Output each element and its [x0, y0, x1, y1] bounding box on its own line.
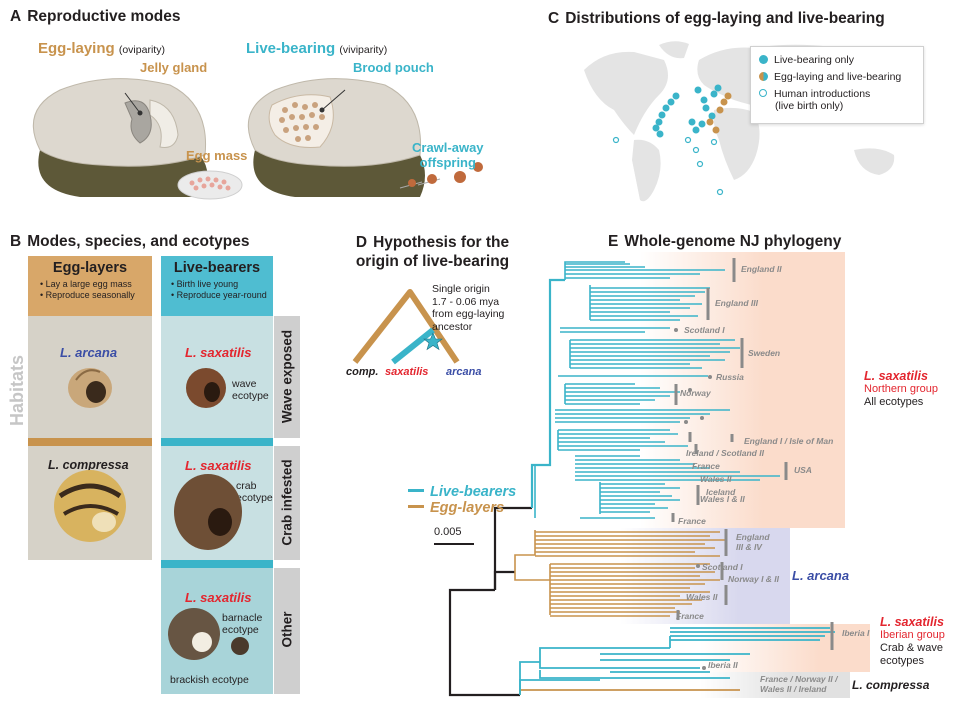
species-compressa: L. compressa	[48, 458, 129, 472]
tip-norway: Norway	[680, 388, 711, 398]
tip-norway-i-ii: Norway I & II	[728, 574, 780, 584]
tip-arc-france: France	[676, 611, 704, 621]
egg-laying-snail-illustration	[32, 78, 243, 200]
jelly-gland-label: Jelly gland	[140, 60, 208, 75]
shell-saxatilis-crab	[174, 474, 242, 550]
tip-usa: USA	[794, 465, 812, 475]
egg-divider	[28, 438, 152, 446]
iberian-group-label: L. saxatilis Iberian group Crab & wave e…	[880, 615, 945, 668]
tip-england-iii: England III	[715, 298, 758, 308]
clade-bars	[671, 258, 834, 650]
northern-clade-bg	[640, 252, 845, 528]
tip-arc-wales-ii: Wales II	[686, 592, 718, 602]
snail-illustrations	[32, 78, 483, 200]
tip-arc-scotland-i: Scotland I	[702, 562, 743, 572]
legend-both: Egg-laying and live-bearing	[759, 71, 901, 83]
tree-legend: Live-bearers Egg-layers	[408, 484, 516, 516]
legend-live-dot	[759, 55, 768, 64]
legend-introductions: Human introductions (live birth only)	[759, 88, 870, 112]
tip-compressa-locations: France / Norway II /Wales II / Ireland	[760, 674, 838, 694]
tip-france-2: France	[678, 516, 706, 526]
species-saxatilis-wave: L. saxatilis	[185, 345, 252, 360]
tip-iceland: Iceland	[706, 487, 736, 497]
live-divider-1	[161, 438, 273, 446]
tip-england-i: England I / Isle of Man	[744, 436, 834, 446]
compressa-clade-label: L. compressa	[852, 678, 930, 692]
species-arcana: L. arcana	[60, 345, 118, 360]
nj-phylogeny-tree	[448, 258, 835, 697]
legend-both-dot	[759, 72, 768, 81]
origin-star-icon	[423, 332, 443, 351]
species-saxatilis-crab: L. saxatilis	[185, 458, 252, 473]
shell-saxatilis-wave	[186, 368, 226, 408]
tip-comp: comp.	[346, 366, 379, 378]
egg-mass-label: Egg mass	[186, 148, 248, 163]
tip-scotland-i: Scotland I	[684, 325, 725, 335]
live-bearers-header: Live-bearers • Birth live young• Reprodu…	[161, 256, 273, 316]
shell-compressa	[54, 470, 126, 542]
tip-wales-ii: Wales II	[700, 474, 732, 484]
row-label-bg-1	[274, 316, 300, 438]
shell-arcana	[68, 368, 112, 408]
live-bearing-heading: Live-bearing (viviparity)	[246, 40, 388, 57]
row-wave-exposed: Wave exposed	[279, 329, 295, 424]
tip-wales-i-ii: Wales I & II	[700, 494, 745, 504]
tip-iberia-i: Iberia I	[842, 628, 870, 638]
brood-pouch-label: Brood pouch	[353, 60, 434, 75]
legend-live-only: Live-bearing only	[759, 54, 854, 66]
legend-intro-ring	[759, 89, 767, 97]
egg-layers-header: Egg-layers • Lay a large egg mass• Repro…	[28, 256, 152, 316]
map-points	[612, 84, 732, 196]
northern-tips	[534, 261, 780, 519]
row-label-bg-3	[274, 568, 300, 694]
compressa-clade-bg	[700, 672, 850, 698]
species-saxatilis-other: L. saxatilis	[185, 590, 252, 605]
map-legend: Live-bearing only Egg-laying and live-be…	[750, 46, 924, 124]
hypothesis-tree	[352, 289, 460, 365]
tip-saxatilis: saxatilis	[385, 366, 429, 378]
live-divider-2	[161, 560, 273, 568]
egg-laying-heading: Egg-laying (oviparity)	[38, 40, 165, 57]
scale-label: 0.005	[434, 526, 462, 538]
live-bearing-snail-illustration	[247, 78, 483, 197]
shell-photos	[54, 368, 249, 660]
row-label-bg-2	[274, 446, 300, 560]
habitats-label: Habitats	[7, 354, 28, 427]
arcana-clade-label: L. arcana	[792, 568, 850, 583]
brackish-ecotype-label: brackish ecotype	[170, 674, 249, 686]
tip-arcana: arcana	[446, 366, 482, 378]
row-crab-infested: Crab infested	[279, 459, 295, 546]
tip-sweden: Sweden	[748, 348, 781, 358]
shell-saxatilis-other	[168, 608, 249, 660]
tip-iberia-ii: Iberia II	[708, 660, 738, 670]
tip-england-ii: England II	[741, 264, 782, 274]
scale-bar	[434, 543, 474, 545]
northern-group-label: L. saxatilis Northern group All ecotypes	[864, 369, 938, 409]
arcana-tips	[514, 530, 725, 617]
tip-russia: Russia	[716, 372, 744, 382]
tip-france-1: France	[692, 461, 720, 471]
row-other: Other	[279, 611, 295, 648]
tip-ireland-scotland: Ireland / Scotland II	[686, 448, 764, 458]
